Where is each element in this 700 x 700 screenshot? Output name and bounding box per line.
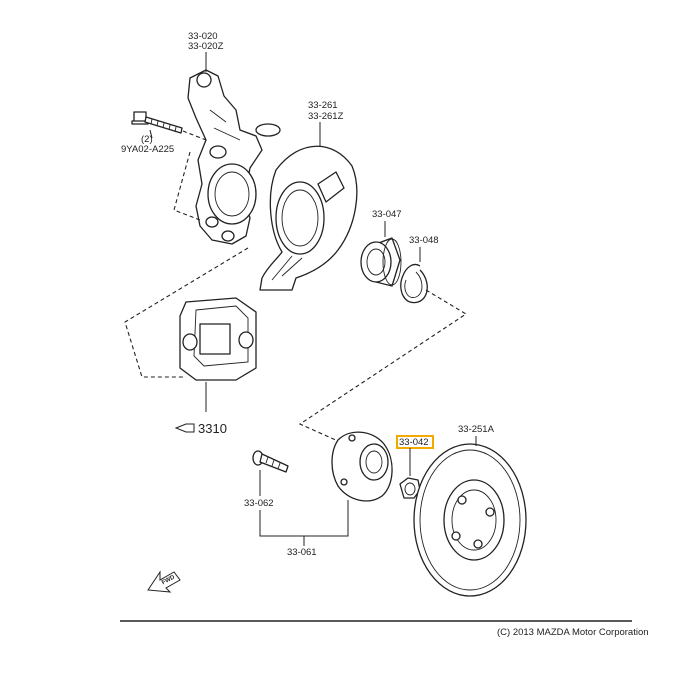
caliper-ref-icon[interactable] [174, 423, 195, 433]
knuckle-bolt[interactable] [131, 111, 183, 134]
wheel-bearing[interactable] [360, 237, 402, 287]
label-bolt-qty: (2) [141, 134, 153, 145]
hub-bolt[interactable] [252, 450, 289, 473]
label-knuckle-a: 33-020 [188, 31, 218, 42]
steering-knuckle[interactable] [187, 69, 281, 245]
label-disc: 33-251A [458, 424, 495, 435]
label-dust-cover-a: 33-261 [308, 100, 338, 111]
label-fwd: FWD [161, 574, 176, 586]
lock-nut-highlight [396, 435, 434, 449]
dust-cover[interactable] [259, 145, 358, 291]
label-knuckle-b: 33-020Z [188, 41, 224, 52]
brake-disc[interactable] [413, 443, 527, 597]
label-dust-cover-b: 33-261Z [308, 111, 344, 122]
fwd-arrow-icon [147, 570, 181, 593]
label-hub-bolt: 33-062 [244, 498, 274, 509]
copyright-text: (C) 2013 MAZDA Motor Corporation [497, 627, 649, 638]
label-snap-ring: 33-048 [409, 235, 439, 246]
label-caliper-ref[interactable]: 3310 [198, 421, 227, 436]
wheel-hub[interactable] [331, 431, 393, 502]
snap-ring[interactable] [400, 263, 428, 304]
label-bearing: 33-047 [372, 209, 402, 220]
label-bolt-code: 9YA02-A225 [121, 144, 174, 155]
brake-caliper[interactable] [179, 297, 257, 381]
label-hub: 33-061 [287, 547, 317, 558]
label-lock-nut[interactable]: 33-042 [399, 437, 429, 448]
